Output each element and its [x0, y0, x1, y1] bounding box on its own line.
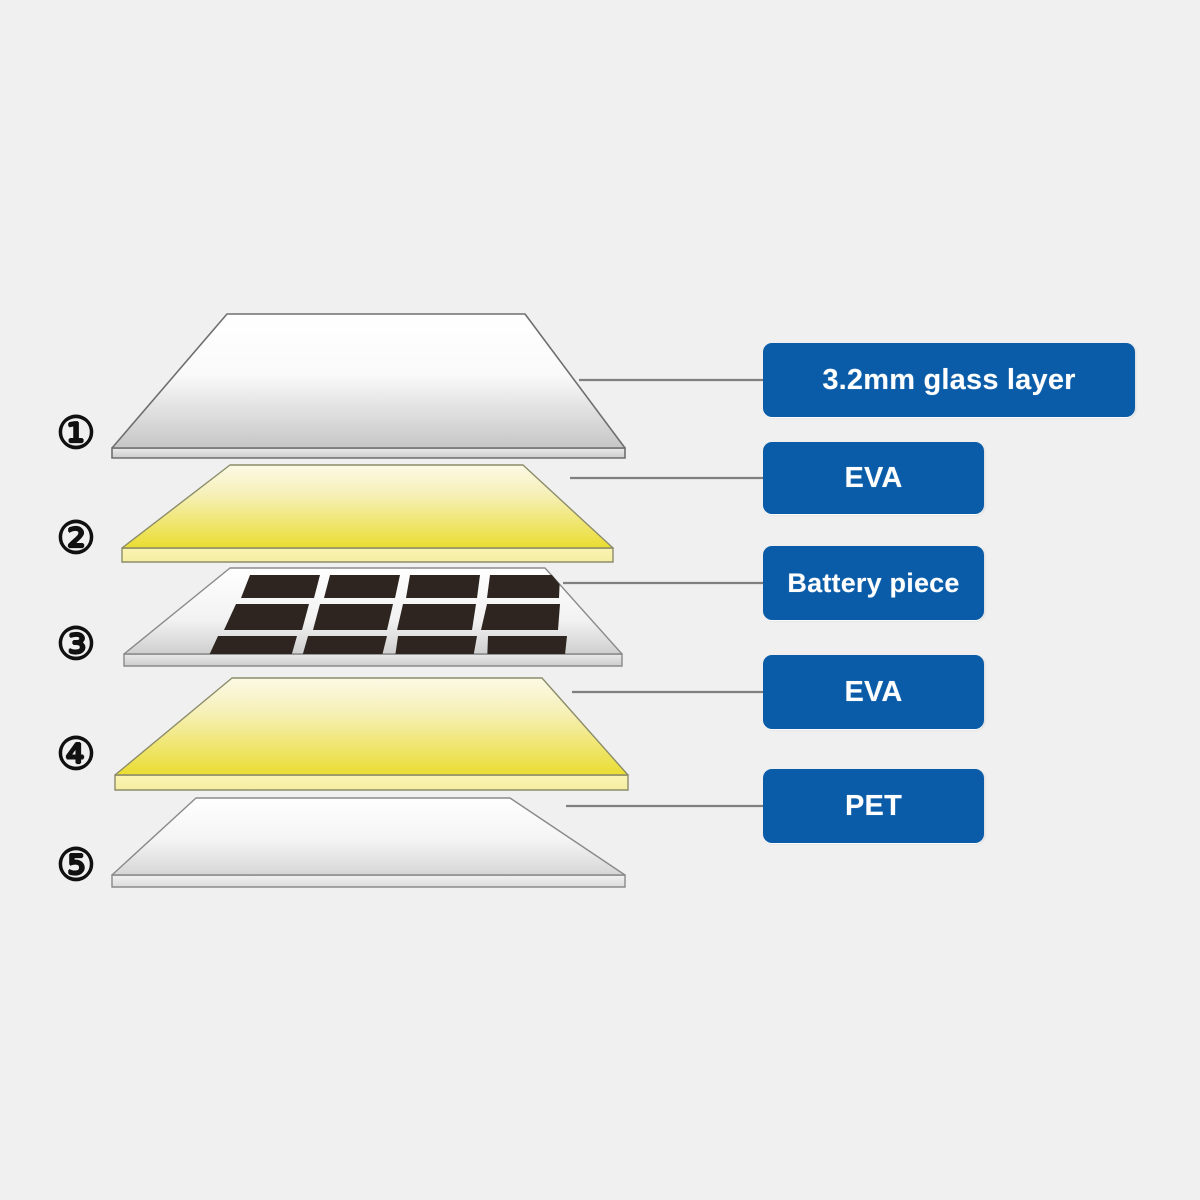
solar-cell: [487, 575, 560, 598]
solar-cell: [300, 636, 387, 654]
layer-glass-edge: [111, 447, 626, 459]
layer-pet: [111, 797, 626, 888]
layer-eva-lower-face: [114, 677, 629, 776]
solar-cell: [406, 575, 480, 598]
layer-eva-upper-face: [121, 464, 614, 549]
layer-glass: [111, 313, 626, 459]
solar-cell: [394, 636, 477, 654]
solar-cell: [224, 604, 309, 630]
label-pet: PET: [763, 769, 984, 843]
solar-cell: [324, 575, 400, 598]
solar-cell-grid: [205, 575, 567, 654]
step-marker-5: ⑤: [56, 840, 96, 891]
step-marker-2: ②: [56, 513, 96, 564]
solar-cell: [241, 575, 320, 598]
solar-cell: [313, 604, 393, 630]
layer-pet-face: [111, 797, 626, 876]
layer-pet-edge: [111, 874, 626, 888]
label-battery-piece: Battery piece: [763, 546, 984, 620]
leader-lines: [563, 378, 763, 808]
solar-cell: [487, 636, 567, 654]
label-eva-lower: EVA: [763, 655, 984, 729]
label-glass-layer: 3.2mm glass layer: [763, 343, 1135, 417]
solar-cell: [205, 636, 297, 654]
solar-cell: [397, 604, 476, 630]
layer-eva-upper: [121, 464, 614, 563]
step-marker-3: ③: [56, 619, 96, 670]
layer-eva-lower: [114, 677, 629, 791]
layer-battery-piece: [123, 567, 623, 667]
step-marker-4: ④: [56, 729, 96, 780]
label-eva-upper: EVA: [763, 442, 984, 514]
step-marker-1: ①: [56, 408, 96, 459]
layer-glass-face: [111, 313, 626, 449]
layer-eva-lower-edge: [114, 774, 629, 791]
layer-battery-edge: [123, 653, 623, 667]
layer-eva-upper-edge: [121, 547, 614, 563]
solar-cell: [481, 604, 560, 630]
